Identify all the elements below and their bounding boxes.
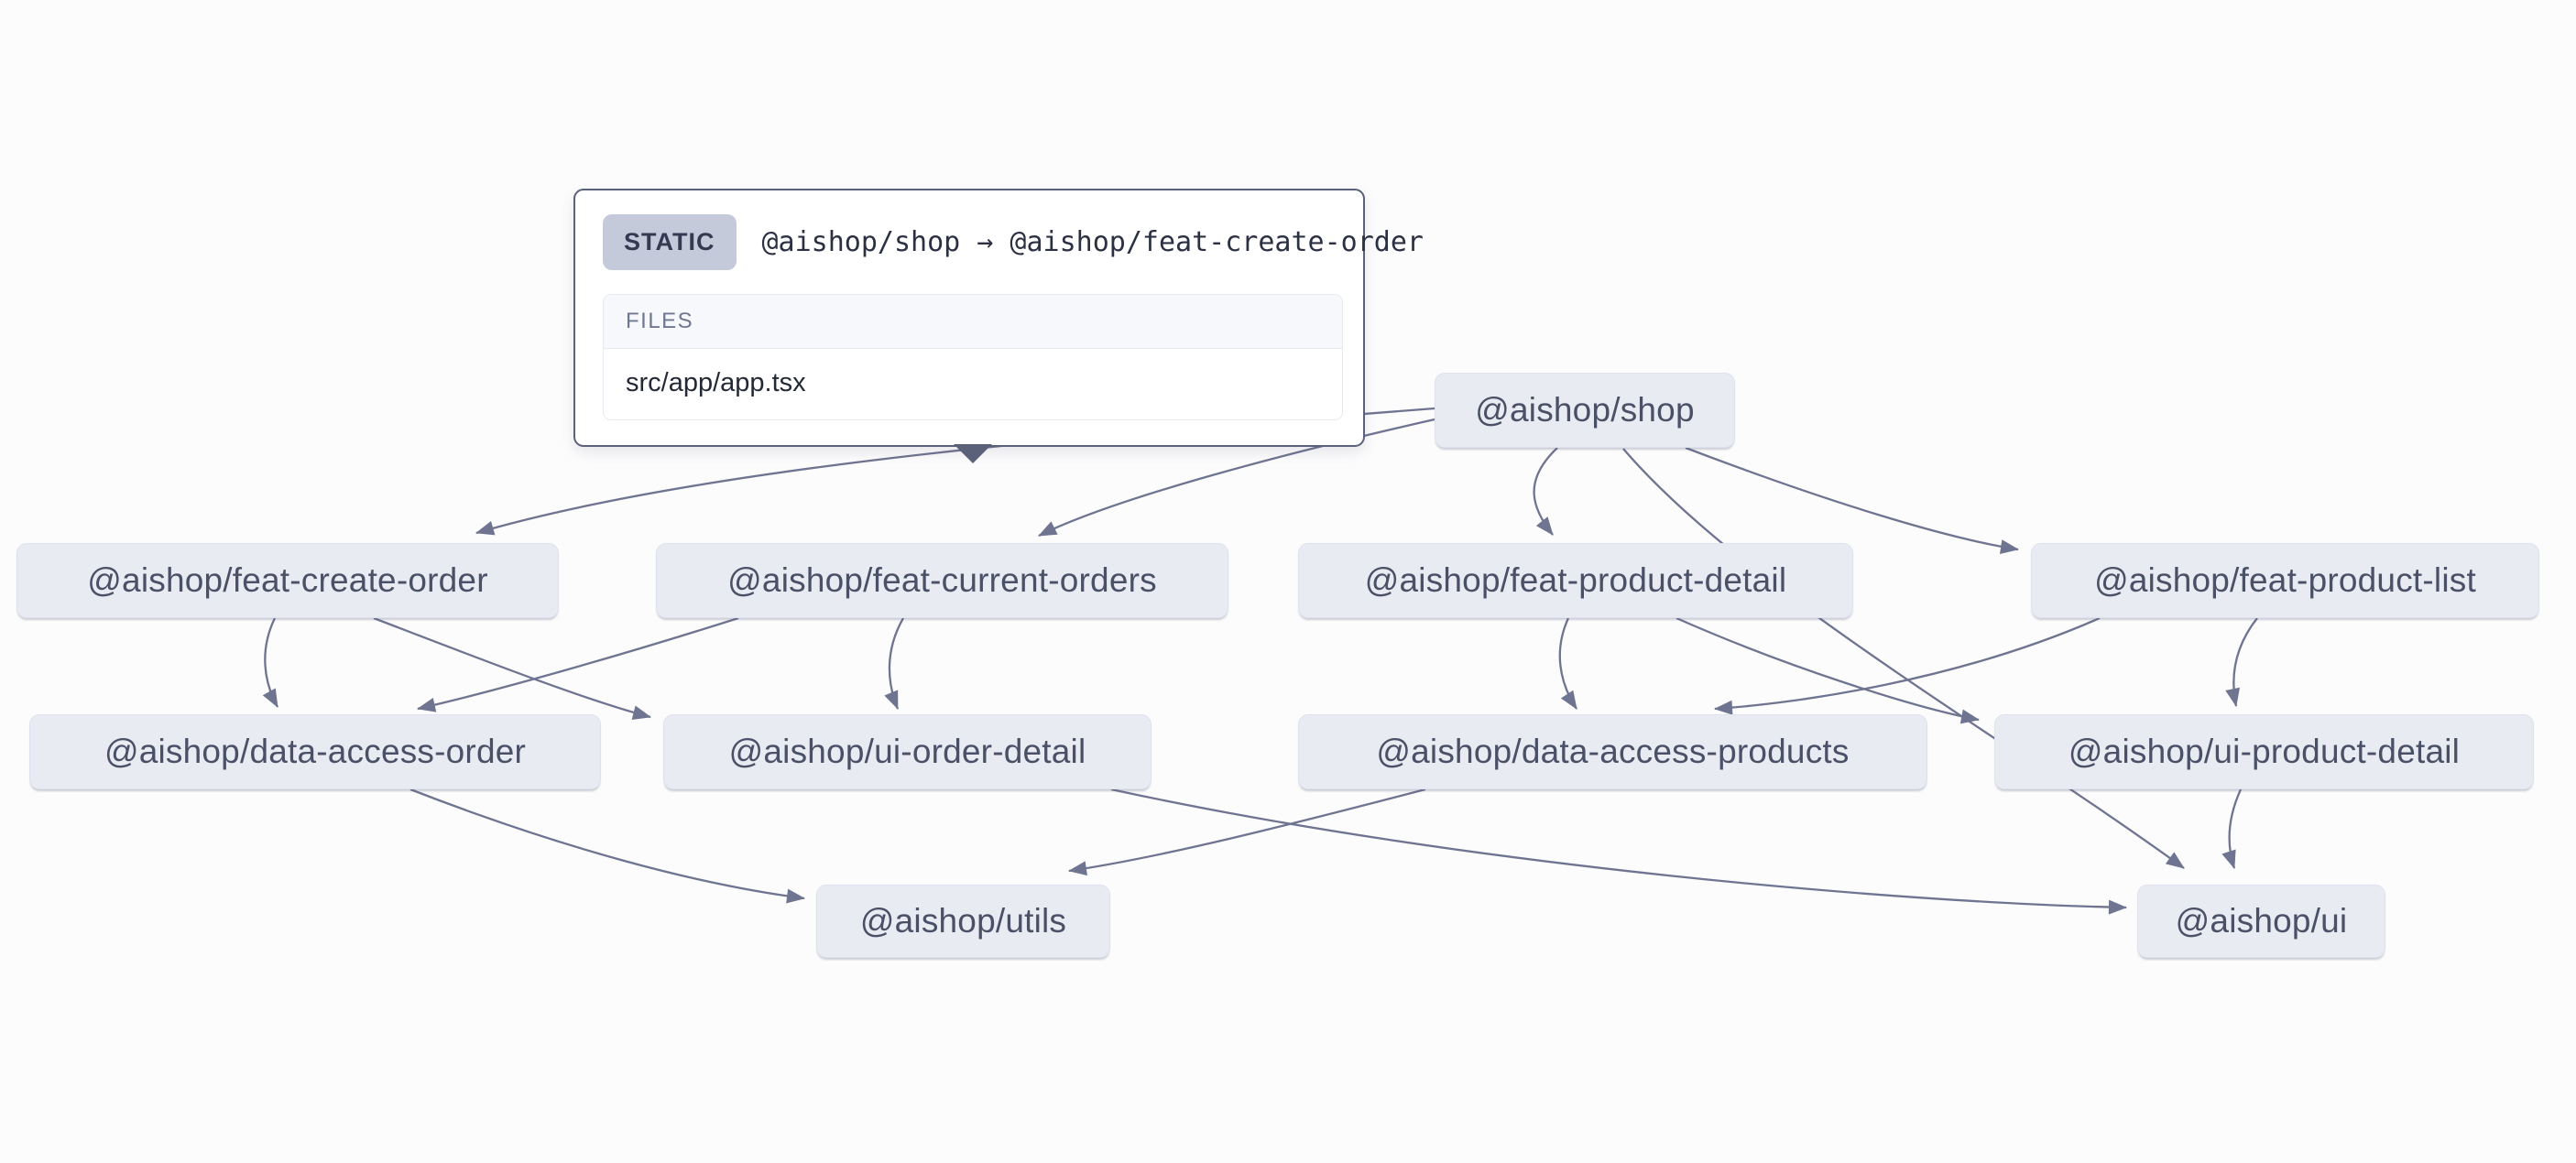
edge-feat-create-order-to-data-access-order[interactable]: [262, 617, 279, 708]
graph-node-feat-create-order[interactable]: @aishop/feat-create-order: [16, 543, 559, 618]
graph-node-utils[interactable]: @aishop/utils: [816, 885, 1110, 958]
edge-feat-create-order-to-ui-order-detail[interactable]: [373, 616, 651, 721]
edge-tooltip: STATIC @aishop/shop → @aishop/feat-creat…: [573, 189, 1424, 447]
edge-shop-to-feat-product-list[interactable]: [1685, 446, 2019, 555]
edge-feat-product-detail-to-data-access-products[interactable]: [1558, 617, 1577, 710]
edge-ui-product-detail-to-ui[interactable]: [2221, 788, 2243, 869]
edge-shop-to-ui[interactable]: [1622, 448, 2185, 869]
files-section: FILES src/app/app.tsx: [603, 294, 1343, 420]
edge-shop-to-feat-current-orders[interactable]: [1038, 418, 1435, 538]
edge-ui-order-detail-to-ui[interactable]: [1110, 788, 2127, 915]
edge-feat-current-orders-to-ui-order-detail[interactable]: [884, 617, 904, 710]
edge-data-access-order-to-utils[interactable]: [409, 788, 805, 904]
graph-node-ui[interactable]: @aishop/ui: [2137, 885, 2385, 958]
file-list-item: src/app/app.tsx: [626, 368, 806, 397]
graph-node-data-access-products[interactable]: @aishop/data-access-products: [1298, 714, 1927, 789]
edge-shop-to-feat-product-detail[interactable]: [1533, 447, 1558, 536]
graph-node-feat-product-detail[interactable]: @aishop/feat-product-detail: [1298, 543, 1853, 618]
graph-node-feat-current-orders[interactable]: @aishop/feat-current-orders: [656, 543, 1228, 618]
files-section-header: FILES: [604, 295, 1342, 349]
graph-node-ui-product-detail[interactable]: @aishop/ui-product-detail: [1994, 714, 2534, 789]
edge-data-access-products-to-utils[interactable]: [1068, 788, 1426, 876]
edge-type-badge: STATIC: [603, 214, 737, 270]
graph-node-shop[interactable]: @aishop/shop: [1435, 373, 1735, 448]
graph-node-ui-order-detail[interactable]: @aishop/ui-order-detail: [663, 714, 1152, 789]
edge-feat-product-list-to-ui-product-detail[interactable]: [2225, 617, 2258, 707]
tooltip-caret: [954, 444, 992, 463]
graph-node-data-access-order[interactable]: @aishop/data-access-order: [29, 714, 601, 789]
edge-feat-current-orders-to-data-access-order[interactable]: [417, 616, 739, 712]
edge-feat-product-detail-to-ui-product-detail[interactable]: [1675, 616, 1980, 724]
graph-node-feat-product-list[interactable]: @aishop/feat-product-list: [2031, 543, 2539, 618]
edge-tooltip-title: @aishop/shop → @aishop/feat-create-order: [761, 226, 1424, 258]
edge-feat-product-list-to-data-access-products[interactable]: [1714, 616, 2101, 715]
